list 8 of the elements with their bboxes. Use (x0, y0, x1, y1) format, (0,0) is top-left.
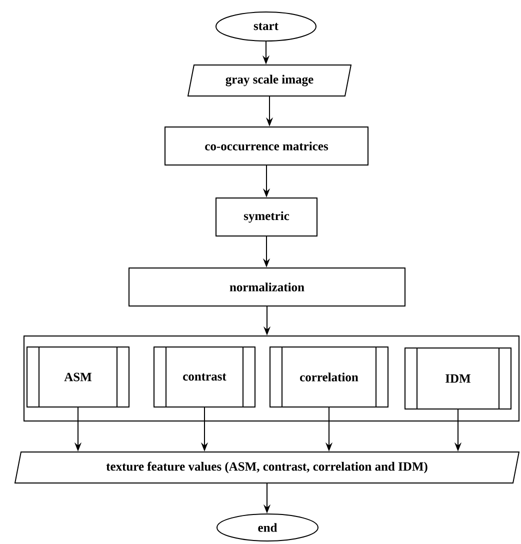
predefined-process-box: IDM (404, 348, 512, 410)
process-box (24, 336, 520, 422)
process-box: co-occurrence matrices (164, 126, 368, 166)
process-box: symetric (216, 198, 318, 236)
predefined-process-box: correlation (270, 346, 388, 408)
predefined-process-box: contrast (154, 346, 256, 408)
process-box: normalization (128, 268, 406, 306)
predefined-process-box: ASM (26, 346, 130, 408)
